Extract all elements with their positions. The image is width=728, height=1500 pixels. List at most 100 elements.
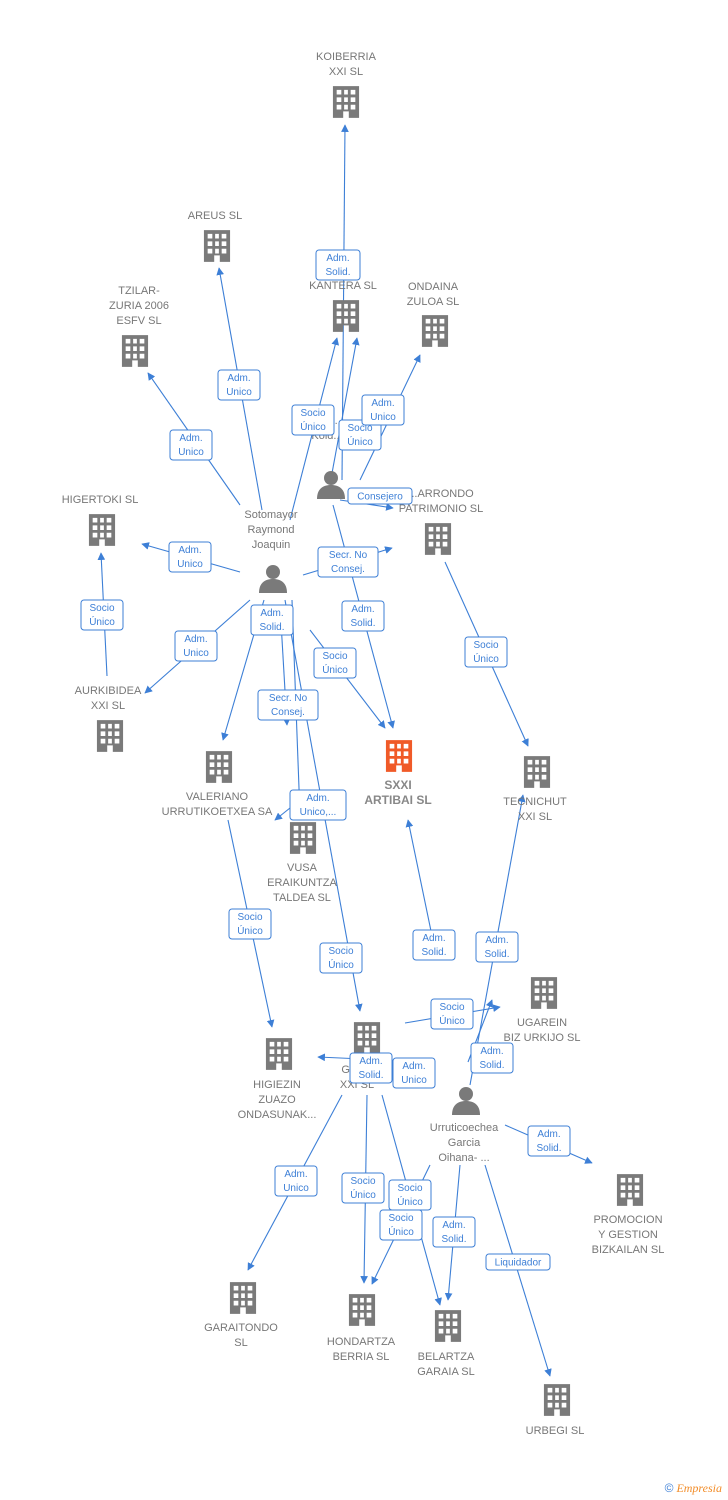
edge-label-text: Único bbox=[439, 1014, 465, 1027]
edge-role-label[interactable]: Consejero bbox=[347, 487, 413, 505]
edge-role-label[interactable]: Adm.Solid. bbox=[475, 931, 519, 963]
node-label: AREUS SL bbox=[188, 210, 242, 222]
edge-role-label[interactable]: Adm.Unico bbox=[392, 1057, 436, 1089]
edge-label-box bbox=[168, 541, 212, 573]
edge-label-box bbox=[319, 942, 363, 974]
edge-label-box bbox=[361, 394, 405, 426]
node-label: GARAIA SL bbox=[417, 1366, 474, 1378]
edge-label-text: Adm. bbox=[480, 1046, 503, 1057]
edge-label-box bbox=[338, 419, 382, 451]
edge-label-text: Único bbox=[350, 1188, 376, 1201]
edge-label-text: Socio bbox=[388, 1213, 413, 1224]
node-higiertoki[interactable]: HIGERTOKI SL bbox=[62, 494, 139, 546]
edge-label-text: Unico bbox=[401, 1075, 427, 1086]
node-label: UGAREIN bbox=[517, 1017, 567, 1029]
building-icon bbox=[265, 1038, 293, 1070]
edge-label-text: Solid. bbox=[325, 267, 350, 278]
edge-role-label[interactable]: Adm.Solid. bbox=[315, 249, 361, 281]
edge-label-text: Solid. bbox=[259, 622, 284, 633]
edge-label-text: Solid. bbox=[479, 1060, 504, 1071]
relationship-edge bbox=[329, 337, 360, 485]
edge-role-label[interactable]: Adm.Solid. bbox=[527, 1125, 571, 1157]
building-icon bbox=[332, 86, 360, 118]
edge-role-label[interactable]: Adm.Solid. bbox=[432, 1216, 476, 1248]
node-label: Raymond bbox=[247, 524, 294, 536]
edge-role-label[interactable]: Adm.Unico bbox=[168, 541, 212, 573]
edge-label-text: Solid. bbox=[421, 947, 446, 958]
edge-role-label[interactable]: Adm. Solid. bbox=[470, 1042, 514, 1074]
node-areus[interactable]: AREUS SL bbox=[188, 210, 242, 262]
edge-role-label[interactable]: Adm.Solid. bbox=[250, 604, 294, 636]
edge-label-box bbox=[475, 931, 519, 963]
edge-label-text: Solid. bbox=[358, 1070, 383, 1081]
edge-role-label[interactable]: Adm.Unico bbox=[274, 1165, 318, 1197]
edge-label-box bbox=[527, 1125, 571, 1157]
edge-label-text: Adm. bbox=[179, 433, 202, 444]
edge-role-label[interactable]: Adm.Solid. bbox=[412, 929, 456, 961]
edge-role-label[interactable]: Adm.Unico bbox=[361, 394, 405, 426]
edge-role-label[interactable]: Adm.Solid. bbox=[341, 600, 385, 632]
node-label: HIGIEZIN bbox=[253, 1079, 301, 1091]
node-label: ESFV SL bbox=[116, 315, 161, 327]
edge-role-label[interactable]: Adm.Unico bbox=[217, 369, 261, 401]
edge-role-label[interactable]: Adm. Unico bbox=[169, 429, 213, 461]
footer-brand[interactable]: ©Empresia bbox=[665, 1481, 722, 1496]
node-label: Garcia bbox=[448, 1137, 481, 1149]
edge-label-box bbox=[289, 789, 347, 821]
edge-role-label[interactable]: Adm.Unico bbox=[174, 630, 218, 662]
person-icon bbox=[317, 471, 345, 499]
edge-label-box bbox=[228, 908, 272, 940]
edge-role-label[interactable]: Adm.Unico,... bbox=[289, 789, 347, 821]
building-icon bbox=[229, 1282, 257, 1314]
edge-label-text: Socio bbox=[237, 912, 262, 923]
node-higiezin[interactable]: HIGIEZINZUAZOONDASUNAK... bbox=[238, 1038, 317, 1121]
edge-role-label[interactable]: Liquidador bbox=[485, 1253, 551, 1271]
edge-role-label[interactable]: Adm.Solid. bbox=[349, 1052, 393, 1084]
node-label: SL bbox=[234, 1337, 247, 1349]
edge-label-box bbox=[317, 546, 379, 578]
edge-label-box bbox=[291, 404, 335, 436]
node-label: HONDARTZA bbox=[327, 1336, 396, 1348]
edge-label-text: Unico bbox=[178, 447, 204, 458]
edge-label-box bbox=[315, 249, 361, 281]
node-urbegi[interactable]: URBEGI SL bbox=[526, 1384, 585, 1437]
building-icon bbox=[88, 514, 116, 546]
node-urruticoechea[interactable]: UrruticoecheaGarciaOihana- ... bbox=[430, 1087, 499, 1164]
edge-label-box bbox=[412, 929, 456, 961]
node-label: PATRIMONIO SL bbox=[399, 503, 484, 515]
node-label: ONDAINA bbox=[408, 281, 459, 293]
person-icon bbox=[452, 1087, 480, 1115]
node-label: BIZKAILAN SL bbox=[592, 1244, 665, 1256]
edge-label-text: Único bbox=[89, 615, 115, 628]
